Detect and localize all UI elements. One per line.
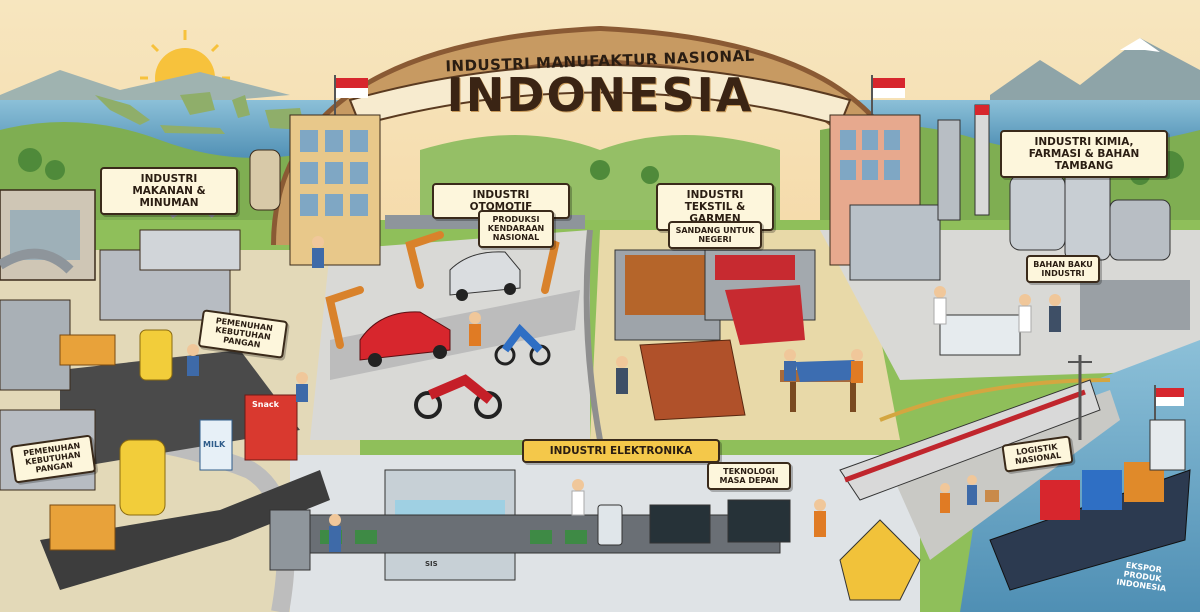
electronics-plant — [269, 469, 826, 581]
food-factory — [0, 114, 381, 590]
sign-textile-sub: SANDANG UNTUK NEGERI — [668, 221, 762, 250]
sign-automotive-sub: PRODUKSI KENDARAAN NASIONAL — [478, 210, 554, 248]
milk-carton-label: MILK — [203, 440, 226, 449]
train-icon — [839, 379, 1101, 601]
snack-package-label: Snack — [252, 400, 279, 409]
chemical-plant — [829, 104, 1190, 356]
cargo-ship-icon — [989, 419, 1191, 591]
textile-plant — [614, 249, 863, 421]
automotive-plant — [325, 215, 585, 419]
motorcycle-icon — [414, 374, 502, 419]
sign-electronics: INDUSTRI ELEKTRONIKA — [522, 439, 720, 464]
sign-chemical: INDUSTRI KIMIA, FARMASI & BAHAN TAMBANG — [1000, 130, 1168, 179]
sign-food-industry: INDUSTRI MAKANAN & MINUMAN — [100, 167, 238, 216]
arch-title: INDUSTRI MANUFAKTUR NASIONAL INDONESIA — [380, 47, 820, 122]
sign-electronics-sub: TEKNOLOGI MASA DEPAN — [707, 462, 791, 491]
machine-display-label: SIS — [425, 560, 438, 568]
title-main: INDONESIA — [446, 68, 754, 122]
sign-raw-material: BAHAN BAKU INDUSTRI — [1026, 255, 1100, 284]
